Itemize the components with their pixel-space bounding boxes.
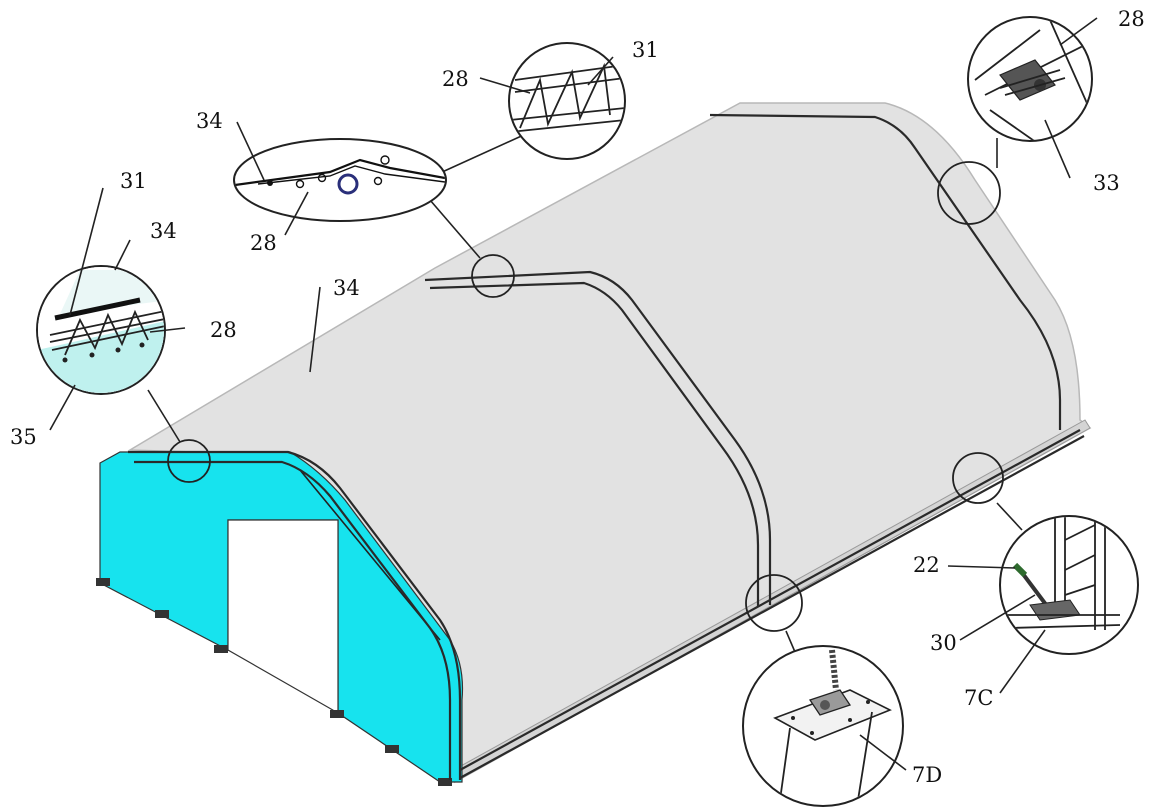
leader-lines <box>147 132 1023 653</box>
label-end-left-28: 28 <box>210 318 237 342</box>
side-rail <box>459 429 1081 771</box>
detail-ridge-mid <box>233 138 447 222</box>
marker-rings <box>167 161 1004 632</box>
detail-ridge-top <box>508 42 626 160</box>
ring-side-mid <box>745 574 803 632</box>
door-opening <box>227 519 339 715</box>
rear-truss <box>709 113 1062 430</box>
detail-end-left <box>36 265 166 395</box>
label-base-bottom-7D: 7D <box>912 763 942 787</box>
ring-side-right <box>952 452 1004 504</box>
label-corner-28: 28 <box>1118 7 1145 31</box>
detail-base-bottom <box>742 645 904 807</box>
side-rail-lower <box>459 435 1085 779</box>
label-corner-33: 33 <box>1093 171 1120 195</box>
label-pointers <box>49 17 1098 771</box>
ring-rear-corner <box>937 161 1001 225</box>
detail-base-right <box>999 515 1139 655</box>
label-ridge-mid-28: 28 <box>250 231 277 255</box>
label-end-left-35: 35 <box>10 425 37 449</box>
end-wall-feet <box>96 578 452 786</box>
label-end-left-34: 34 <box>150 219 177 243</box>
tent-body <box>96 102 1092 786</box>
callout-labels: 31 34 28 35 34 28 34 28 31 28 33 22 30 7… <box>10 7 1145 787</box>
middle-truss-inner <box>429 281 760 607</box>
label-ridge-top-28: 28 <box>442 67 469 91</box>
ring-front-left <box>167 439 211 483</box>
front-truss <box>128 450 462 780</box>
front-truss-inner <box>134 460 452 780</box>
label-ridge-mid-34: 34 <box>196 109 223 133</box>
label-ridge-top-31: 31 <box>632 38 659 62</box>
label-base-right-30: 30 <box>930 631 957 655</box>
label-end-left-31: 31 <box>120 169 147 193</box>
label-roof-34: 34 <box>333 276 360 300</box>
ring-ridge-mid <box>471 254 515 298</box>
label-base-right-7C: 7C <box>964 686 993 710</box>
middle-truss <box>424 270 772 605</box>
detail-corner-top-right <box>967 16 1093 142</box>
label-base-right-22: 22 <box>913 553 940 577</box>
